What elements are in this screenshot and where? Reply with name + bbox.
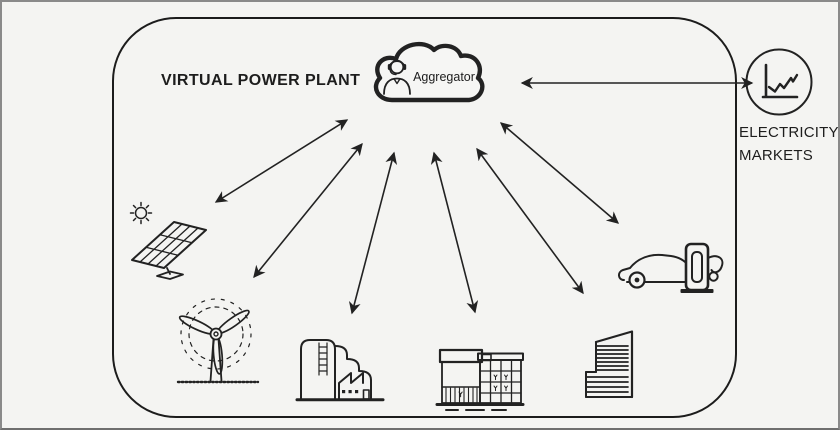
- office-building-icon: [585, 330, 634, 399]
- call-agent-icon: [383, 59, 411, 95]
- market-trend-chart-icon: [745, 48, 813, 116]
- markets-label-line1: ELECTRICITY: [739, 124, 839, 141]
- aggregator-label: Aggregator: [413, 70, 475, 84]
- factory-icon: [295, 339, 385, 402]
- markets-label-line2: MARKETS: [739, 147, 813, 164]
- markets-label: ELECTRICITY MARKETS: [739, 121, 839, 167]
- solar-panel-icon: [129, 201, 207, 280]
- vpp-boundary-box: [112, 17, 737, 418]
- diagram-title: VIRTUAL POWER PLANT: [161, 72, 361, 89]
- aggregator-cloud-icon: [373, 41, 485, 103]
- commercial-building-icon: [435, 348, 525, 411]
- wind-turbine-icon: [176, 298, 260, 384]
- ev-charging-station-icon: [618, 242, 724, 293]
